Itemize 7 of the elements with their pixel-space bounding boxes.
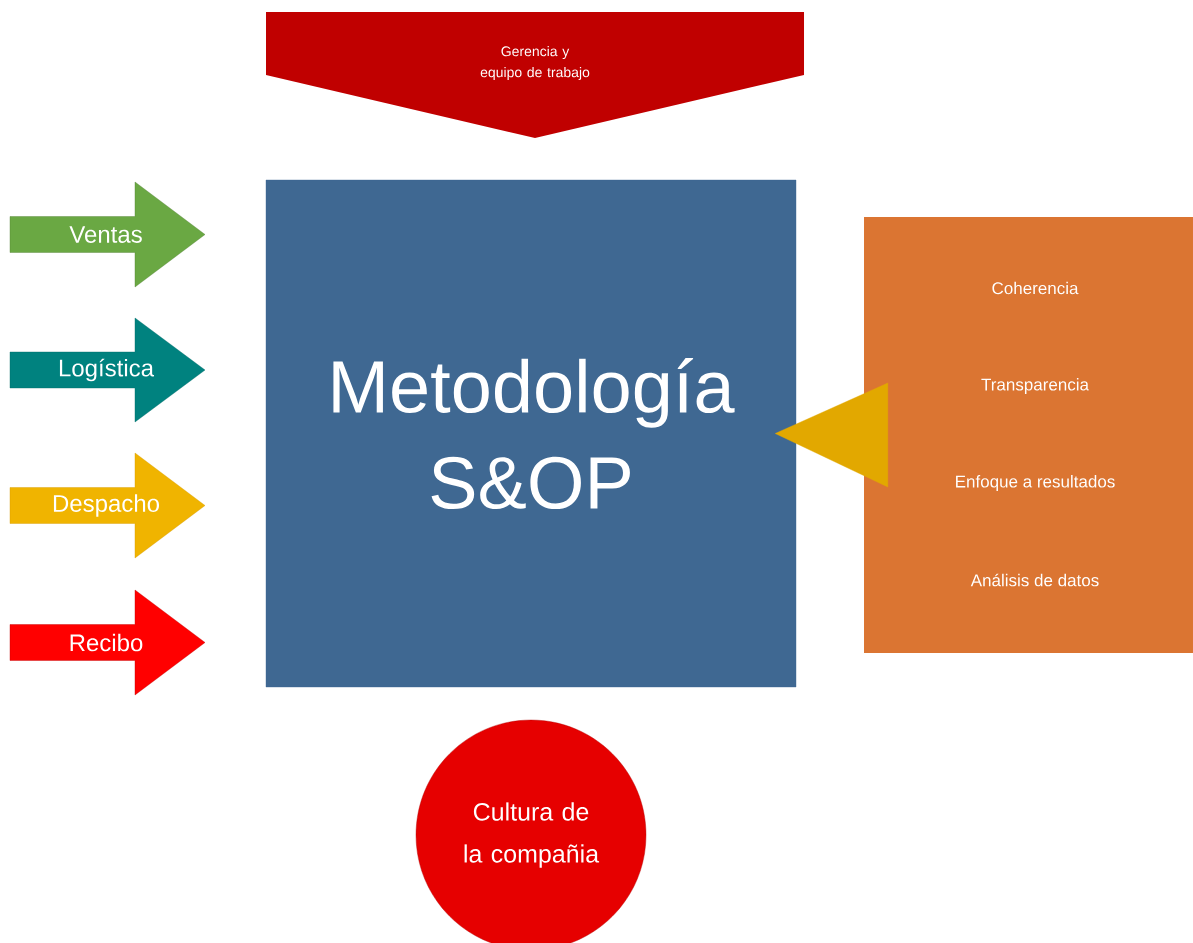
pointed-label: Recibo [9, 589, 206, 696]
values-box: Coherencia Transparencia Enfoque a resultados Análisis de datos [864, 217, 1193, 653]
pointed-label: Ventas [9, 181, 206, 288]
pointed-label: Logística [9, 317, 206, 423]
pointed-label: Despacho [9, 452, 206, 559]
triangle-arrow [775, 382, 888, 488]
method-box: Metodología S&OP [265, 179, 797, 688]
